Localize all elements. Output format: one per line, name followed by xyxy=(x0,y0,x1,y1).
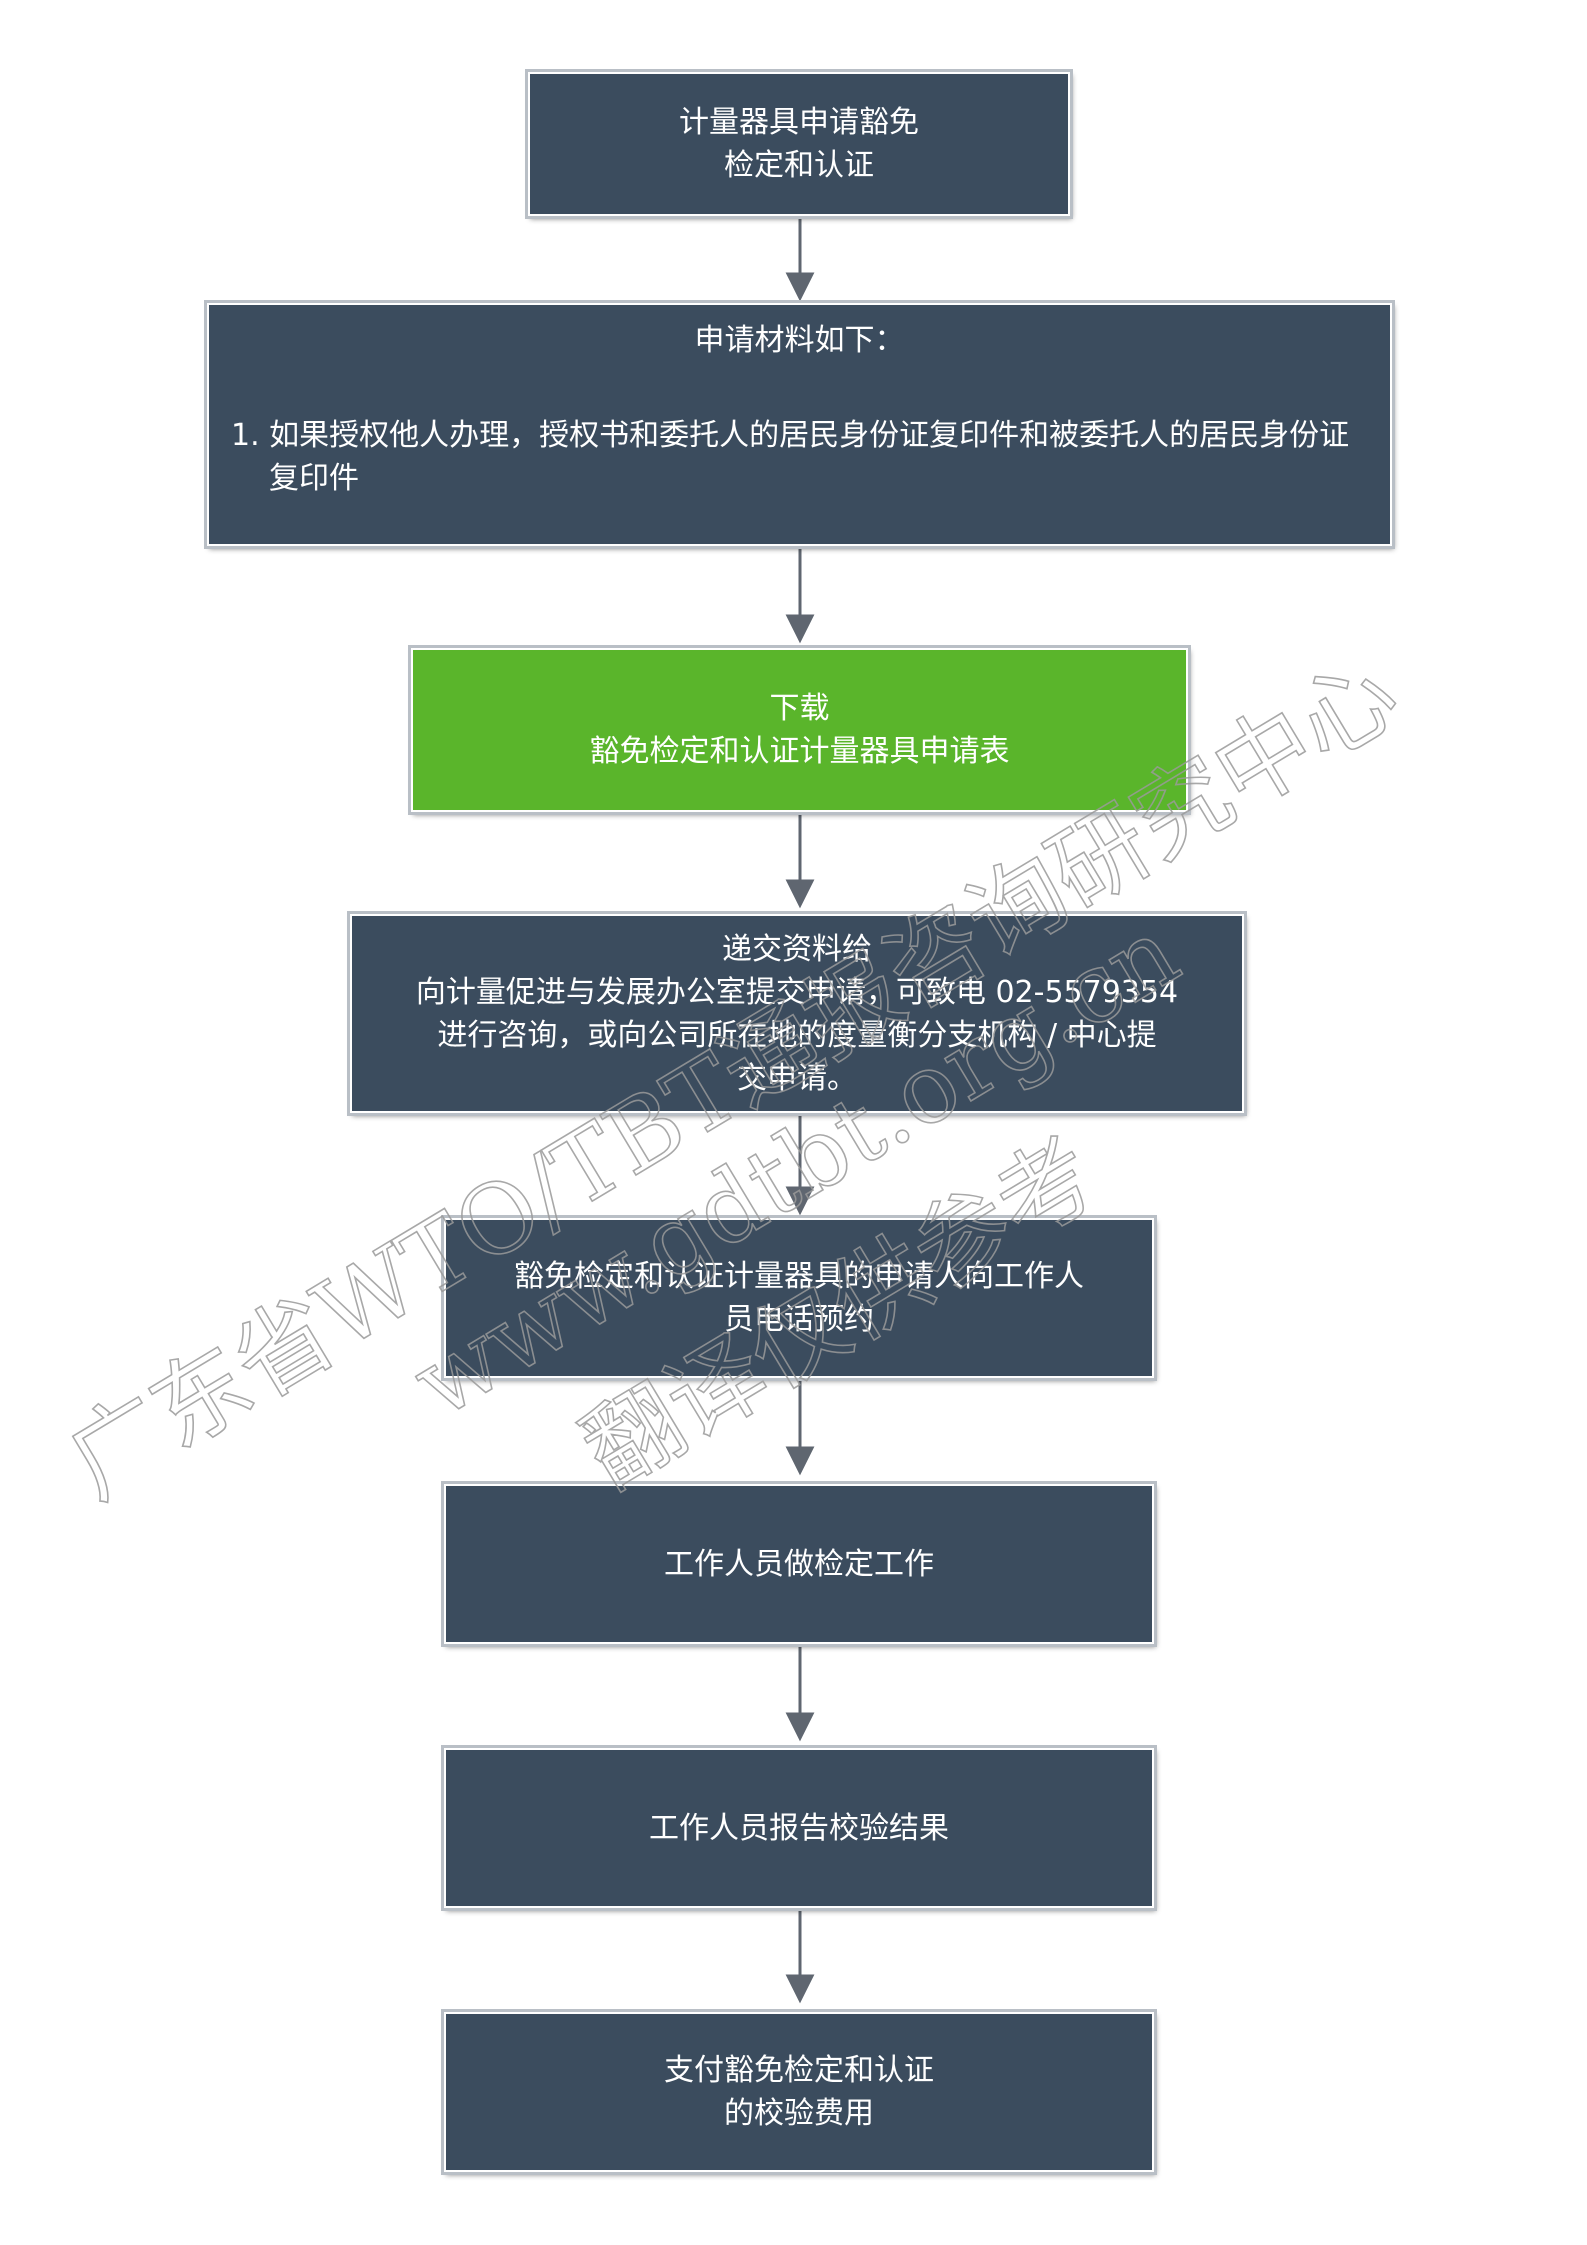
step-phone-appointment: 豁免检定和认证计量器具的申请人向工作人 员电话预约 xyxy=(441,1215,1157,1381)
step-report-results: 工作人员报告校验结果 xyxy=(441,1745,1157,1911)
appointment-line-1: 豁免检定和认证计量器具的申请人向工作人 xyxy=(514,1259,1084,1294)
pay-fee-line-1: 支付豁免检定和认证 xyxy=(664,2053,934,2088)
step-1-line-2: 检定和认证 xyxy=(724,148,874,183)
submit-line-4: 交申请。 xyxy=(737,1060,857,1096)
arrowhead-5 xyxy=(785,1446,815,1476)
step-apply-exemption: 计量器具申请豁免 检定和认证 xyxy=(525,69,1073,219)
step-submit-documents: 递交资料给 向计量促进与发展办公室提交申请，可致电 02-5579354 进行咨… xyxy=(347,911,1247,1116)
report-results-label: 工作人员报告校验结果 xyxy=(649,1810,949,1846)
step-verification-work: 工作人员做检定工作 xyxy=(441,1481,1157,1647)
arrowhead-2 xyxy=(785,614,815,644)
materials-item-1: 1. 如果授权他人办理，授权书和委托人的居民身份证复印件和被委托人的居民身份证复… xyxy=(231,418,1350,496)
arrowhead-6 xyxy=(785,1712,815,1742)
arrowhead-3 xyxy=(785,879,815,909)
step-1-line-1: 计量器具申请豁免 xyxy=(679,105,919,140)
step-download-form[interactable]: 下载 豁免检定和认证计量器具申请表 xyxy=(408,645,1191,815)
materials-title: 申请材料如下： xyxy=(694,323,905,358)
download-label: 下载 xyxy=(769,691,830,726)
step-pay-fee: 支付豁免检定和认证 的校验费用 xyxy=(441,2009,1157,2175)
pay-fee-line-2: 的校验费用 xyxy=(724,2096,874,2131)
arrowhead-7 xyxy=(785,1974,815,2004)
appointment-line-2: 员电话预约 xyxy=(724,1302,874,1337)
verification-work-label: 工作人员做检定工作 xyxy=(664,1546,934,1582)
submit-line-2: 向计量促进与发展办公室提交申请，可致电 02-5579354 xyxy=(415,974,1179,1010)
download-form-name: 豁免检定和认证计量器具申请表 xyxy=(589,734,1010,769)
submit-line-3: 进行咨询，或向公司所在地的度量衡分支机构 / 中心提 xyxy=(437,1017,1157,1053)
arrowhead-1 xyxy=(785,272,815,302)
arrowhead-4 xyxy=(785,1186,815,1216)
submit-line-1: 递交资料给 xyxy=(722,931,872,967)
step-required-materials: 申请材料如下： 1. 如果授权他人办理，授权书和委托人的居民身份证复印件和被委托… xyxy=(204,300,1395,549)
